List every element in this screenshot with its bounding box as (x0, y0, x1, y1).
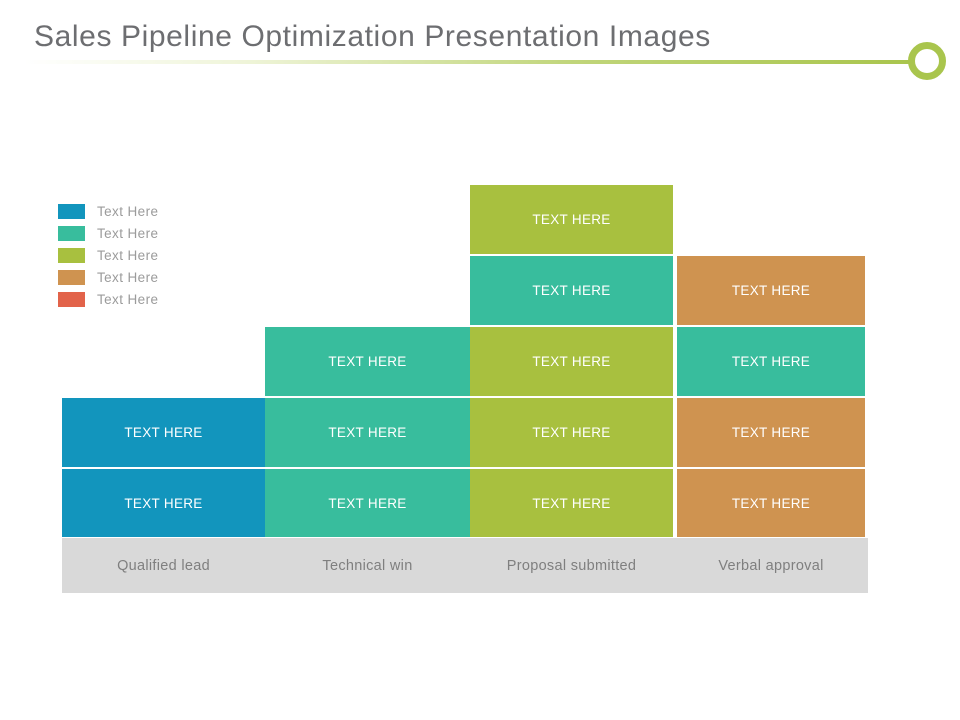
legend-swatch-icon (58, 247, 85, 263)
legend-item-label: Text Here (97, 291, 159, 307)
legend-item: Text Here (58, 266, 248, 288)
category-axis-band: Qualified lead Technical win Proposal subm… (62, 538, 868, 593)
bar-segment[interactable]: TEXT HERE (265, 327, 470, 396)
legend-item: Text Here (58, 288, 248, 310)
bar-segment[interactable]: TEXT HERE (677, 469, 865, 537)
page-title: Sales Pipeline Optimization Presentation… (34, 20, 711, 53)
legend-swatch-icon (58, 225, 85, 241)
legend-item: Text Here (58, 244, 248, 266)
axis-category-label: Proposal submitted (506, 557, 637, 574)
axis-category-label: Verbal approval (718, 557, 824, 574)
legend-item-label: Text Here (97, 225, 159, 241)
title-underline-rule (24, 60, 912, 64)
legend-swatch-icon (58, 269, 85, 285)
bar-segment[interactable]: TEXT HERE (677, 398, 865, 467)
axis-category-label: Technical win (322, 557, 413, 574)
legend-item: Text Here (58, 200, 248, 222)
legend-swatch-icon (58, 291, 85, 307)
axis-category-label: Qualified lead (117, 557, 210, 574)
legend-item: Text Here (58, 222, 248, 244)
bar-segment[interactable]: TEXT HERE (265, 398, 470, 467)
bar-segment[interactable]: TEXT HERE (470, 327, 673, 396)
slide-header: Sales Pipeline Optimization Presentation… (0, 0, 960, 90)
legend-item-label: Text Here (97, 203, 159, 219)
bar-segment[interactable]: TEXT HERE (677, 327, 865, 396)
decorative-ring-icon (908, 42, 946, 80)
bar-segment[interactable]: TEXT HERE (677, 256, 865, 325)
bar-segment[interactable]: TEXT HERE (470, 185, 673, 254)
legend-swatch-icon (58, 203, 85, 219)
bar-segment[interactable]: TEXT HERE (265, 469, 470, 537)
bar-segment[interactable]: TEXT HERE (470, 469, 673, 537)
legend-item-label: Text Here (97, 269, 159, 285)
bar-segment[interactable]: TEXT HERE (62, 398, 265, 467)
bar-segment[interactable]: TEXT HERE (62, 469, 265, 537)
bar-segment[interactable]: TEXT HERE (470, 398, 673, 467)
bar-segment[interactable]: TEXT HERE (470, 256, 673, 325)
legend-item-label: Text Here (97, 247, 159, 263)
